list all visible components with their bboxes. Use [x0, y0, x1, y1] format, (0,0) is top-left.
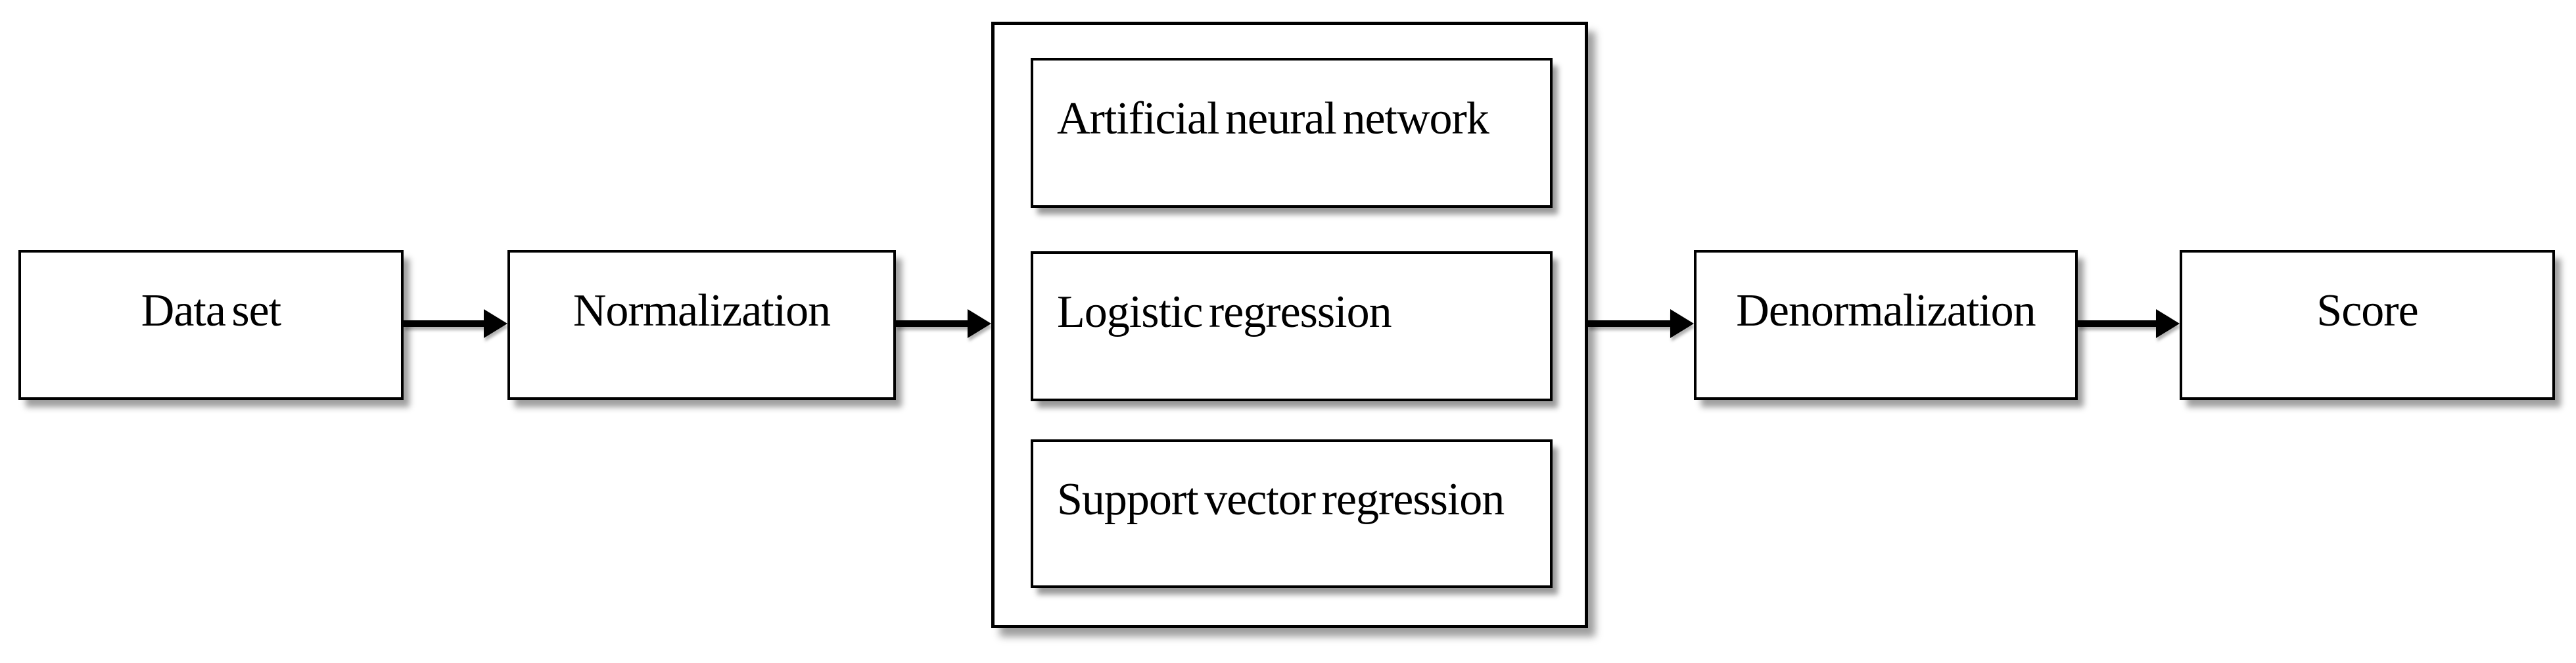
node-artificial-neural-network: Artificial neural network [1031, 58, 1553, 208]
node-denormalization: Denormalization [1694, 250, 2078, 400]
node-ann-label: Artificial neural network [1057, 93, 1489, 144]
flow-arrow-1 [404, 309, 507, 338]
flow-arrow-4 [2078, 309, 2180, 338]
models-group-container: Artificial neural network Logistic regre… [991, 22, 1588, 628]
node-score-label: Score [2316, 285, 2418, 336]
node-normalization: Normalization [507, 250, 896, 400]
arrow-shaft [404, 320, 488, 327]
node-score: Score [2180, 250, 2555, 400]
node-normalization-label: Normalization [573, 285, 831, 336]
arrow-head-icon [484, 309, 507, 338]
arrow-head-icon [1670, 309, 1694, 338]
flow-arrow-2 [896, 309, 991, 338]
node-support-vector-regression: Support vector regression [1031, 439, 1553, 588]
flow-arrow-3 [1588, 309, 1694, 338]
arrow-head-icon [968, 309, 991, 338]
node-data-set: Data set [18, 250, 404, 400]
arrow-shaft [1588, 320, 1674, 327]
node-svr-label: Support vector regression [1057, 474, 1505, 525]
node-data-set-label: Data set [141, 285, 281, 336]
arrow-shaft [896, 320, 972, 327]
node-denormalization-label: Denormalization [1736, 285, 2036, 336]
node-logistic-regression: Logistic regression [1031, 251, 1553, 401]
arrow-shaft [2078, 320, 2160, 327]
arrow-head-icon [2156, 309, 2180, 338]
node-logistic-regression-label: Logistic regression [1057, 287, 1392, 337]
